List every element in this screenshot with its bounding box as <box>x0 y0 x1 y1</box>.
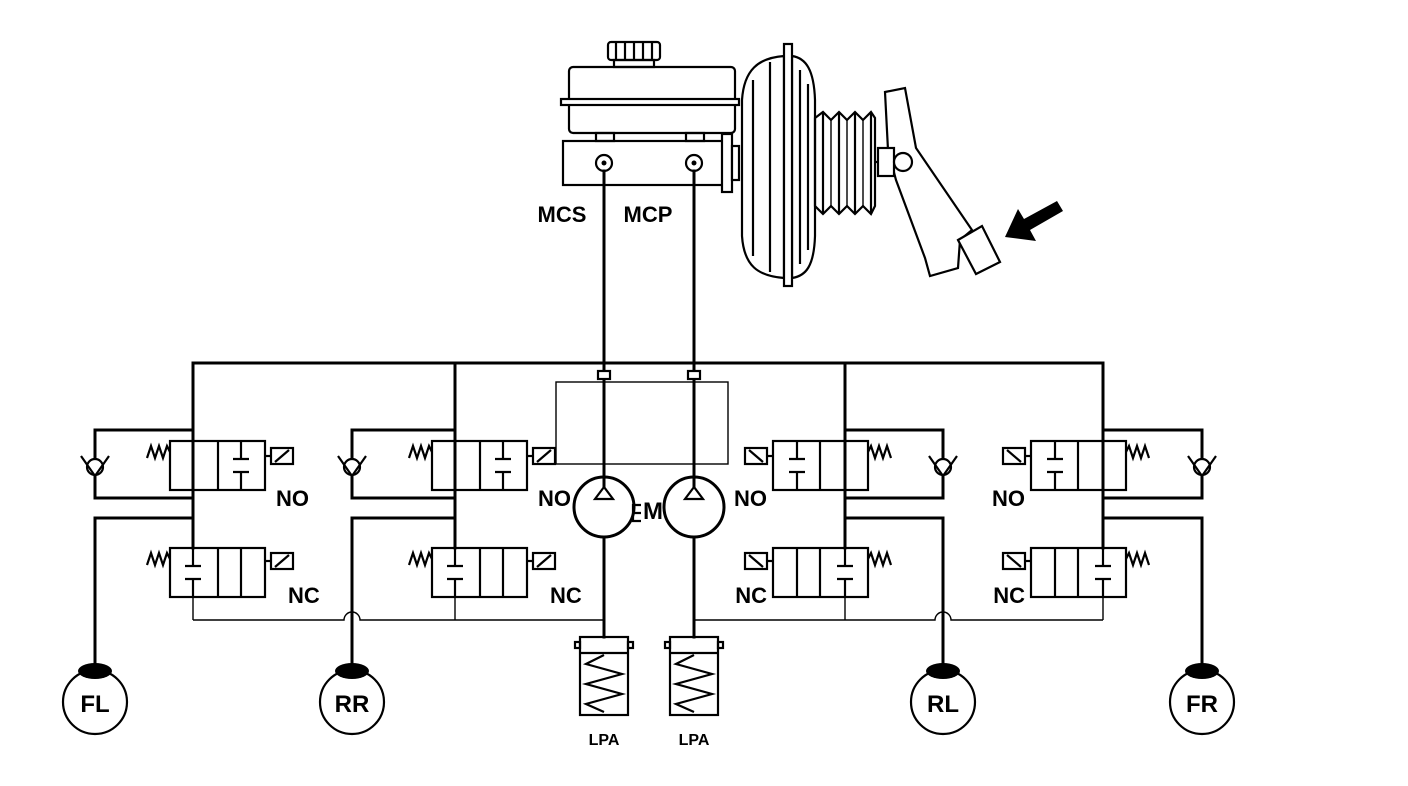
wheel-line-rr <box>350 516 457 666</box>
pump-left <box>572 475 636 639</box>
valve-rr-nc-label: NC <box>550 583 582 608</box>
valve-rl-nc: NC <box>735 546 893 608</box>
wheel-rl: RL <box>909 663 977 736</box>
return-line-left <box>193 611 604 621</box>
pump-right <box>662 475 726 639</box>
motor-icon <box>631 503 641 523</box>
brake-booster <box>740 42 817 288</box>
lpa-right-label: LPA <box>679 732 710 749</box>
mcs-label: MCS <box>538 202 587 227</box>
solenoid-icon <box>1001 551 1027 571</box>
valve-rl-no-label: NO <box>734 486 767 511</box>
wheel-line-fl <box>93 516 195 666</box>
lpa-right: LPA <box>663 635 725 749</box>
check-valve-rl <box>843 428 958 500</box>
booster-bellows <box>813 110 880 216</box>
wheel-rr-label: RR <box>335 691 370 718</box>
motor-label: M <box>643 498 663 525</box>
solenoid-icon <box>269 446 295 466</box>
wheel-fr-label: FR <box>1186 691 1218 718</box>
reservoir-cap <box>606 40 662 69</box>
valve-rl-no: NO <box>734 439 893 511</box>
solenoid-icon <box>531 446 557 466</box>
lpa-left-label: LPA <box>589 732 620 749</box>
line-marker-left <box>596 369 612 381</box>
line-marker-right <box>686 369 702 381</box>
solenoid-icon <box>269 551 295 571</box>
valve-fr-no: NO <box>992 439 1151 511</box>
valve-fl-no: NO <box>145 439 309 511</box>
wheel-rl-label: RL <box>927 691 959 718</box>
valve-fr-nc-label: NC <box>993 583 1025 608</box>
solenoid-icon <box>743 446 769 466</box>
mcp-label: MCP <box>624 202 673 227</box>
cylinder-body <box>561 139 725 187</box>
wheel-line-fr <box>1101 516 1204 666</box>
valve-fl-nc-label: NC <box>288 583 320 608</box>
valve-rr-nc: NC <box>407 546 582 608</box>
pedal-force-arrow <box>1005 201 1063 241</box>
port-mcp <box>684 153 704 173</box>
valve-fl-nc: NC <box>145 546 320 608</box>
check-valve-fl <box>80 428 195 500</box>
valve-fr-no-label: NO <box>992 486 1025 511</box>
solenoid-icon <box>1001 446 1027 466</box>
pedal-pad <box>956 224 1002 276</box>
valve-rl-nc-label: NC <box>735 583 767 608</box>
solenoid-icon <box>743 551 769 571</box>
wheel-fl: FL <box>61 663 129 736</box>
lpa-left: LPA <box>573 635 635 749</box>
valve-fr-nc: NC <box>993 546 1151 608</box>
solenoid-icon <box>531 551 557 571</box>
wheel-fr: FR <box>1168 663 1236 736</box>
valve-rr-no: NO <box>407 439 571 511</box>
wheel-fl-label: FL <box>80 691 109 718</box>
port-mcs <box>594 153 614 173</box>
valve-rr-no-label: NO <box>538 486 571 511</box>
return-line-right <box>694 611 1103 621</box>
check-valve-rr <box>337 428 457 500</box>
wheel-rr: RR <box>318 663 386 736</box>
modulator-block <box>555 381 729 465</box>
check-valve-fr <box>1101 428 1217 500</box>
brake-pedal <box>876 86 1002 278</box>
valve-fl-no-label: NO <box>276 486 309 511</box>
wheel-line-rl <box>843 516 945 666</box>
master-cylinder <box>559 40 741 194</box>
